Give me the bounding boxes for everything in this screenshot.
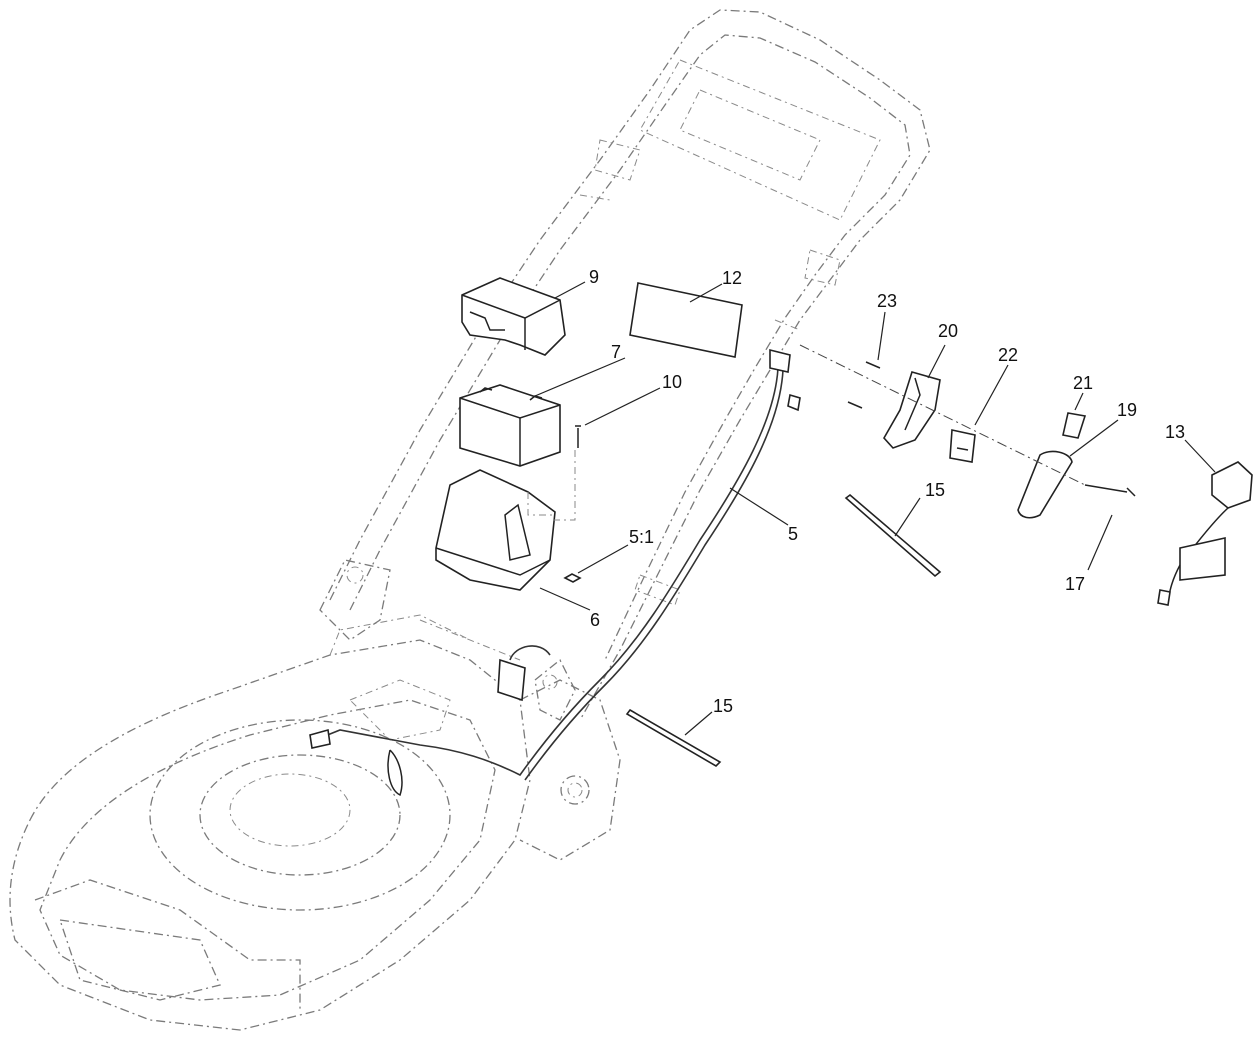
mower-deck-outline bbox=[9, 614, 621, 1031]
callout-10: 10 bbox=[662, 372, 682, 392]
bolt-part-17 bbox=[1084, 484, 1136, 497]
callout-6: 6 bbox=[590, 610, 600, 630]
callout-17: 17 bbox=[1065, 574, 1085, 594]
battery-cover-part-9 bbox=[461, 277, 566, 356]
charger-part-13 bbox=[1157, 461, 1253, 606]
handle-frame-outline bbox=[319, 9, 931, 721]
callout-22: 22 bbox=[998, 345, 1018, 365]
callout-15-upper: 15 bbox=[925, 480, 945, 500]
callout-15-lower: 15 bbox=[713, 696, 733, 716]
handle-cover-part-19 bbox=[1017, 450, 1073, 519]
callout-12: 12 bbox=[722, 268, 742, 288]
callout-13: 13 bbox=[1165, 422, 1185, 442]
callout-7: 7 bbox=[611, 342, 621, 362]
callout-5: 5 bbox=[788, 524, 798, 544]
callout-9: 9 bbox=[589, 267, 599, 287]
assembly-axis-line bbox=[799, 344, 1086, 486]
button-part-21 bbox=[1062, 412, 1087, 439]
screw-part-23 bbox=[847, 361, 881, 409]
leader-lines bbox=[534, 281, 1216, 736]
switch-bracket-part-20 bbox=[883, 371, 941, 449]
callout-21: 21 bbox=[1073, 373, 1093, 393]
label-part-12 bbox=[629, 282, 743, 358]
tie-strap-part-15-lower bbox=[625, 708, 722, 768]
screw-part-10 bbox=[575, 425, 581, 448]
callout-19: 19 bbox=[1117, 400, 1137, 420]
wire-harness-part-5 bbox=[309, 348, 801, 797]
battery-part-7 bbox=[459, 384, 561, 467]
battery-tray-part-6 bbox=[435, 450, 576, 591]
callout-23: 23 bbox=[877, 291, 897, 311]
callout-20: 20 bbox=[938, 321, 958, 341]
switch-part-22 bbox=[949, 429, 976, 463]
tie-strap-part-15-upper bbox=[844, 493, 942, 578]
callout-5-1: 5:1 bbox=[629, 527, 654, 547]
fuse-part-5-1 bbox=[563, 573, 582, 583]
